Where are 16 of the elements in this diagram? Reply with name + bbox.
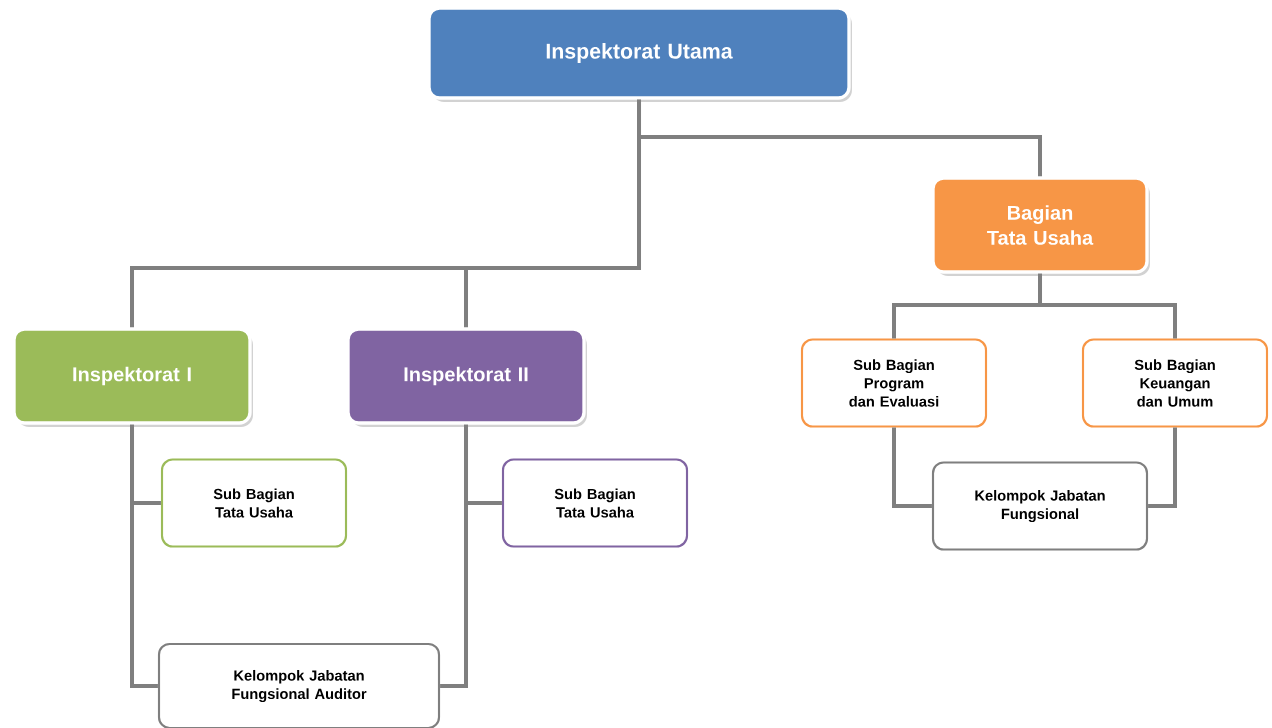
sub-unit-box: Sub Bagian Program dan Evaluasi <box>800 338 988 428</box>
unit-box: Inspektorat Utama <box>427 6 851 100</box>
sub-unit-box: Sub Bagian Keuangan dan Umum <box>1081 338 1269 428</box>
connector-line <box>1148 427 1177 508</box>
connector-line <box>440 424 468 688</box>
unit-box: Inspektorat II <box>346 327 586 425</box>
connector-line <box>130 424 158 688</box>
sub-unit-box: Kelompok Jabatan Fungsional <box>931 461 1149 551</box>
connector-line <box>1038 273 1177 339</box>
connector-line <box>464 99 641 328</box>
unit-box: Inspektorat I <box>12 327 252 425</box>
unit-box: Bagian Tata Usaha <box>931 176 1149 274</box>
connector-line <box>892 427 932 508</box>
sub-unit-box: Sub Bagian Tata Usaha <box>501 458 689 548</box>
sub-unit-box: Kelompok Jabatan Fungsional Auditor <box>157 642 441 728</box>
sub-unit-box: Sub Bagian Tata Usaha <box>160 458 348 548</box>
